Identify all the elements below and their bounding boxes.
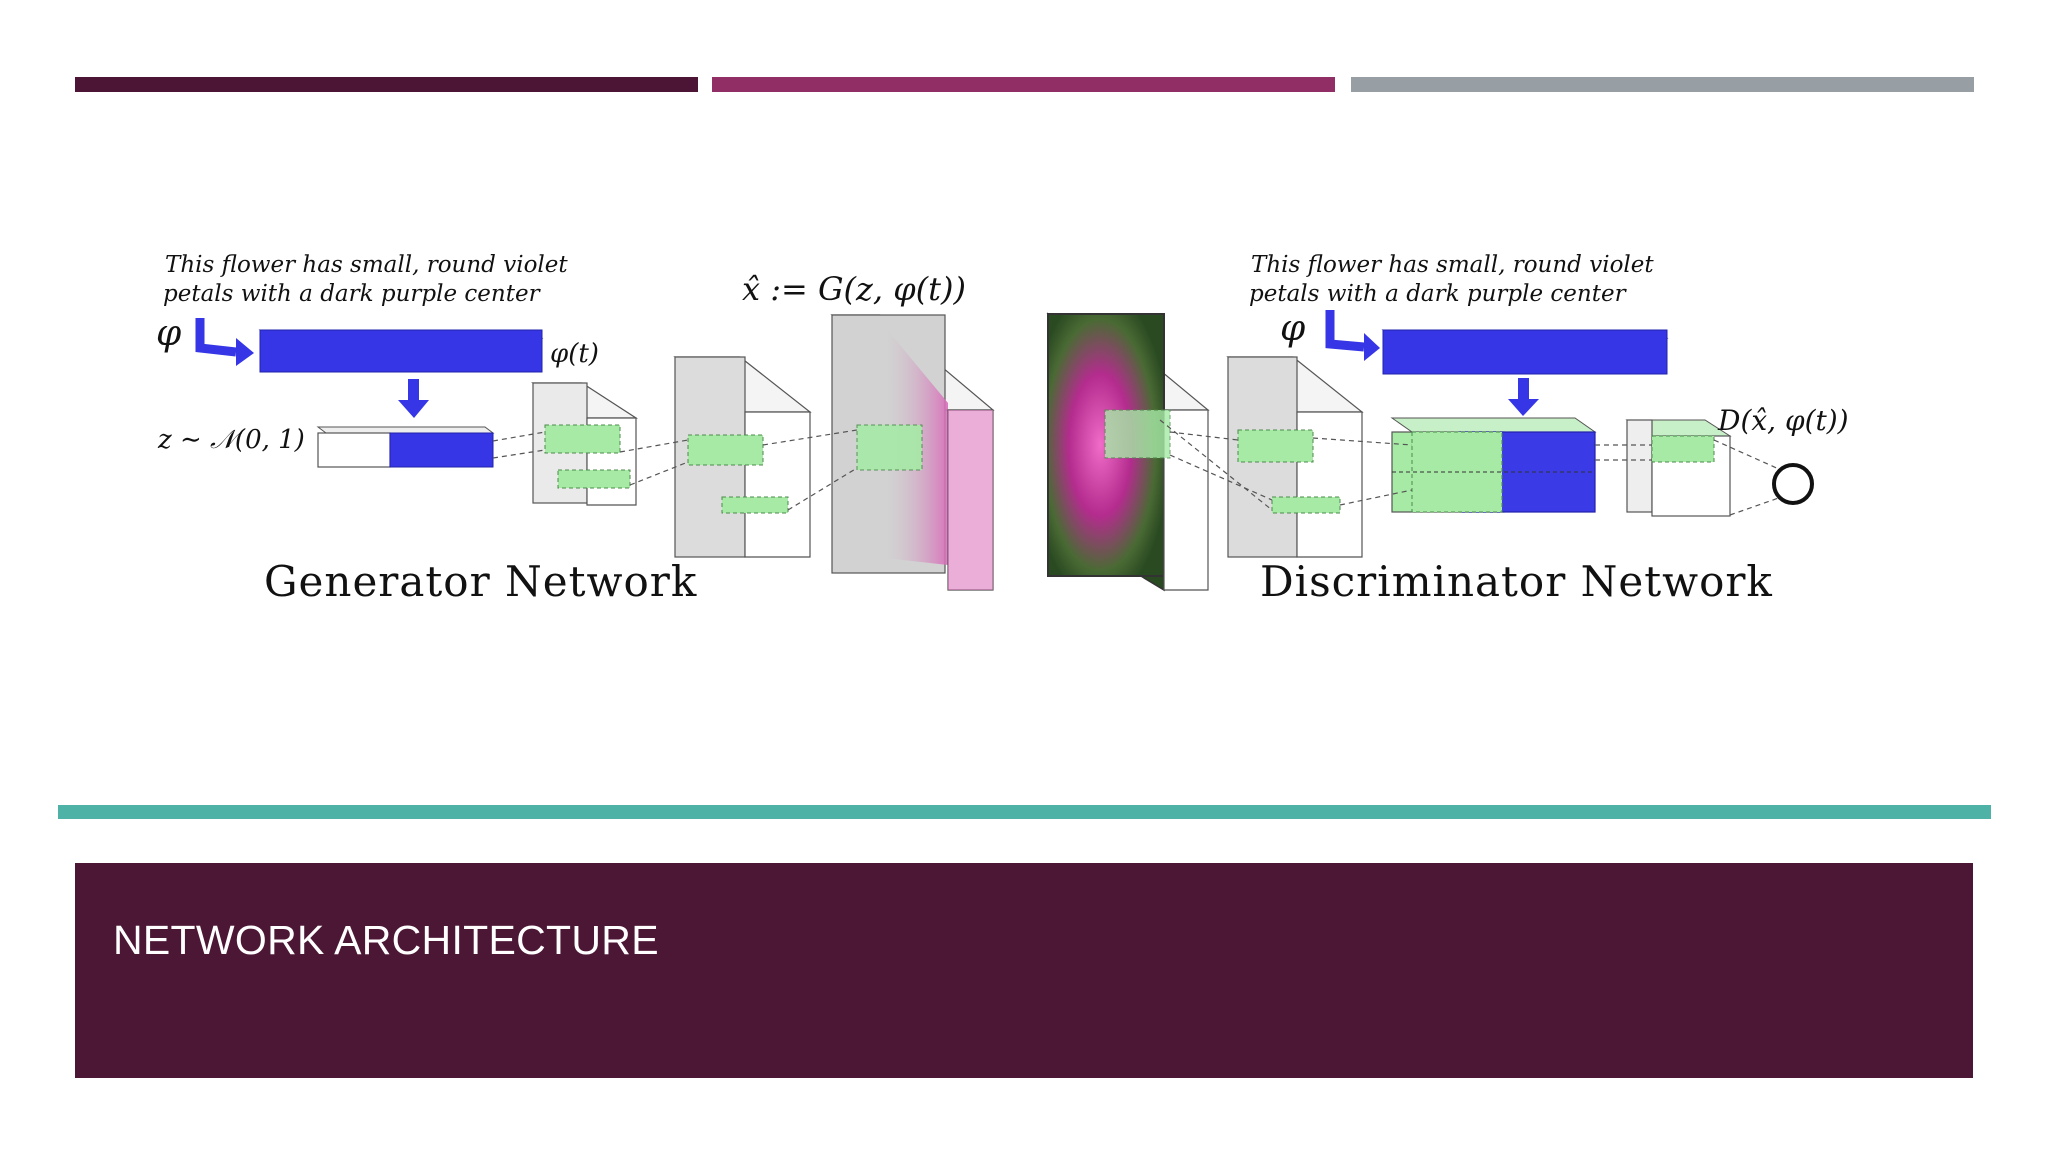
discriminator-input-image — [1046, 312, 1210, 592]
generator-phi-symbol: φ — [156, 313, 182, 354]
discriminator-phi-symbol: φ — [1280, 308, 1306, 349]
discriminator-layer-1 — [1226, 356, 1364, 558]
generator-layer-2 — [673, 356, 812, 558]
discriminator-concat-block — [1390, 417, 1597, 513]
x-hat-label: x̂ := G(z, φ(t)) — [742, 270, 966, 308]
generator-layer-1 — [530, 382, 639, 506]
discriminator-down-arrow-head — [1508, 399, 1539, 416]
generator-input-vector — [316, 426, 495, 468]
discriminator-output-node — [1772, 463, 1814, 505]
accent-bar-gray — [1351, 77, 1974, 92]
discriminator-layer-final — [1625, 419, 1732, 517]
generator-down-arrow-shaft — [408, 379, 419, 401]
generator-down-arrow-head — [398, 400, 429, 418]
discriminator-down-arrow-shaft — [1518, 378, 1529, 400]
generated-image-volume — [830, 314, 995, 591]
title-banner: NETWORK ARCHITECTURE — [75, 863, 1973, 1078]
discriminator-phi-arrowhead — [1364, 333, 1380, 361]
accent-bar-magenta — [712, 77, 1335, 92]
discriminator-embedding-bar — [1381, 329, 1669, 375]
slide-title: NETWORK ARCHITECTURE — [113, 917, 659, 963]
z-noise-label: z ∼ 𝒩(0, 1) — [157, 425, 305, 455]
generator-embedding-bar — [258, 329, 544, 373]
d-output-label: D(x̂, φ(t)) — [1717, 404, 1849, 437]
generator-connectors — [492, 429, 858, 511]
discriminator-caption-line2: petals with a dark purple center — [1249, 281, 1628, 307]
discriminator-network-label: Discriminator Network — [1260, 557, 1773, 606]
generator-phi-arrowhead — [236, 338, 254, 366]
generator-network-label: Generator Network — [264, 557, 697, 606]
generator-caption-line2: petals with a dark purple center — [163, 281, 542, 307]
discriminator-caption-line1: This flower has small, round violet — [1251, 252, 1654, 278]
phi-t-label: φ(t) — [550, 339, 599, 369]
discriminator-phi-arrow — [1325, 310, 1365, 352]
discriminator-connectors — [1159, 419, 1791, 516]
generator-caption-line1: This flower has small, round violet — [165, 252, 568, 278]
accent-bar-dark — [75, 77, 698, 92]
teal-divider — [58, 805, 1991, 819]
generator-phi-arrow — [195, 318, 237, 357]
